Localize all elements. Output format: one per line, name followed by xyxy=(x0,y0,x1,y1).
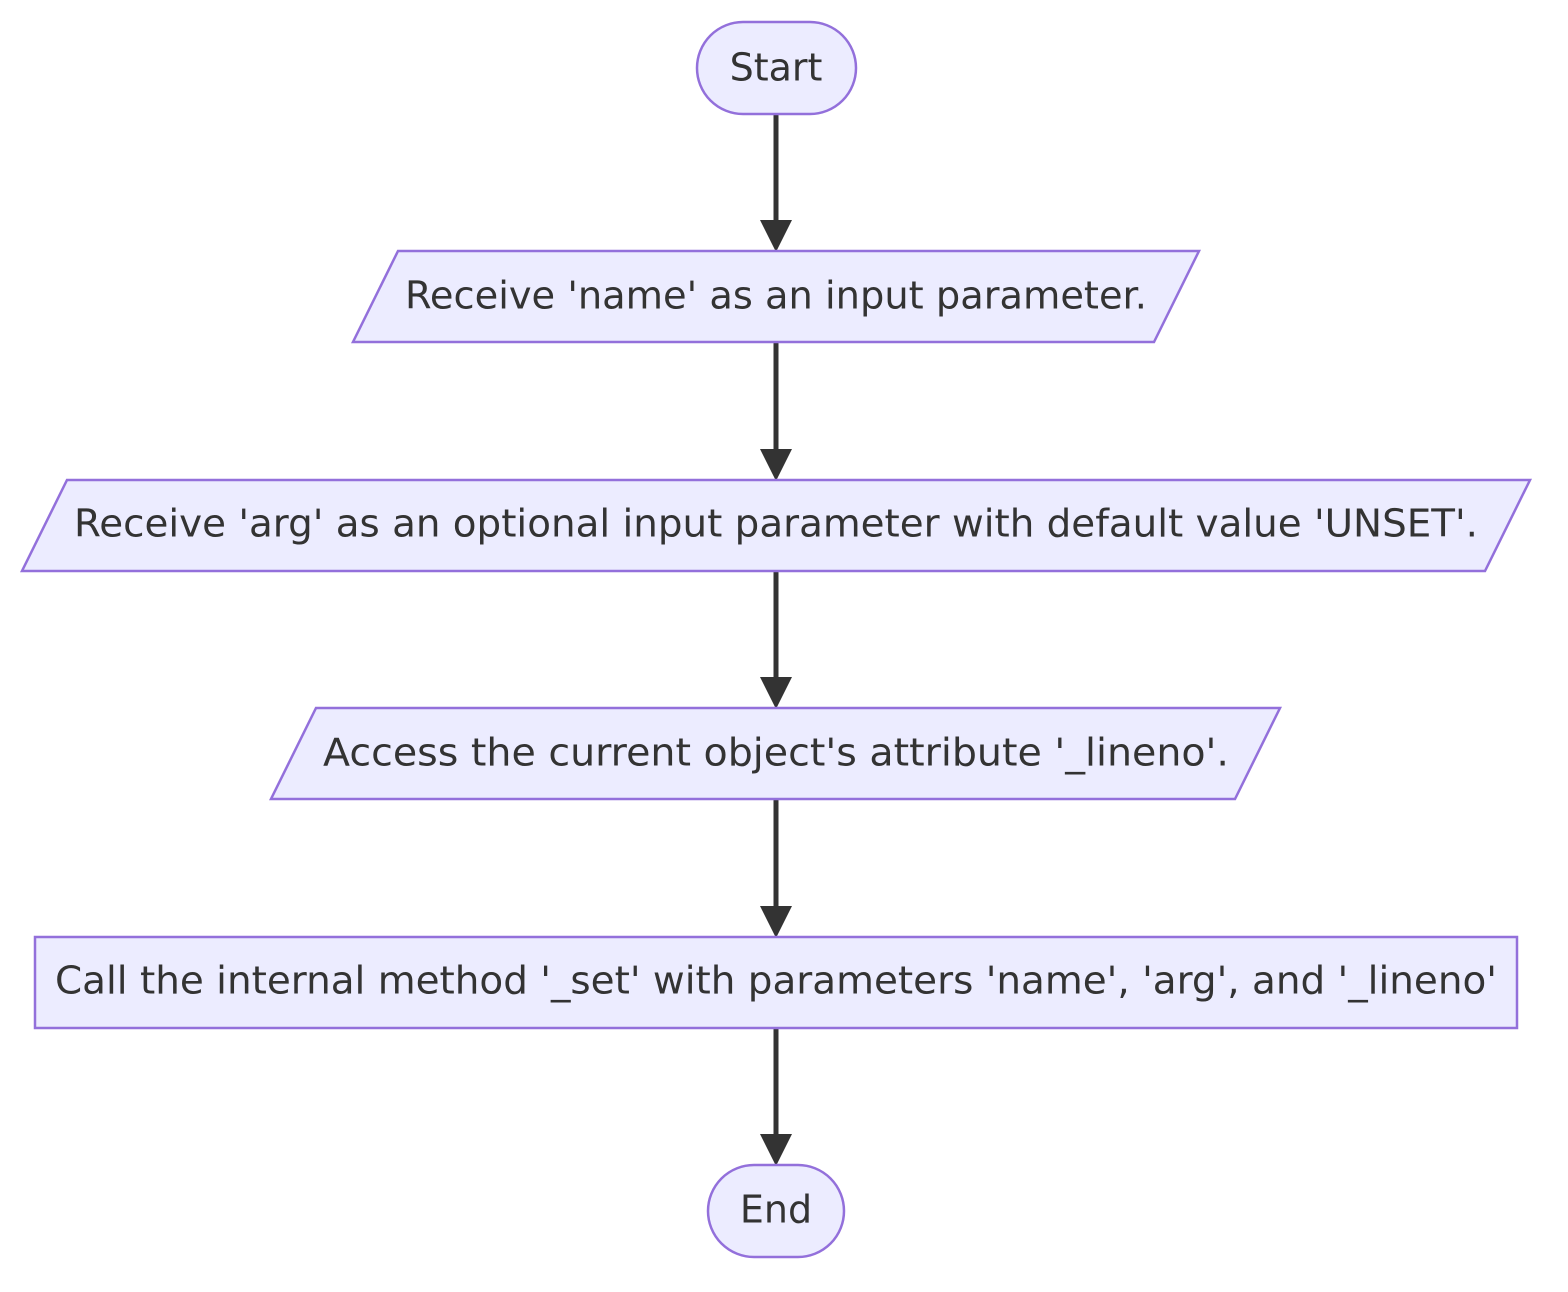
edge-call-set-to-end xyxy=(760,1028,792,1166)
receive-arg-input-shape xyxy=(19,478,1533,573)
receive-name-label: Receive 'name' as an input parameter. xyxy=(405,274,1147,318)
arrowhead-icon xyxy=(760,906,792,938)
edge-receive-name-to-receive-arg xyxy=(760,342,792,481)
edges xyxy=(760,114,792,1166)
edge-start-to-receive-name xyxy=(760,114,792,252)
receive-name-input-shape xyxy=(350,249,1202,344)
arrowhead-icon xyxy=(760,449,792,481)
edge-access-lineno-to-call-set xyxy=(760,799,792,938)
receive-arg-label: Receive 'arg' as an optional input param… xyxy=(74,502,1478,546)
arrowhead-icon xyxy=(760,677,792,709)
node-receive-name: Receive 'name' as an input parameter. xyxy=(350,249,1202,344)
access-lineno-input-shape xyxy=(268,706,1283,801)
access-lineno-label: Access the current object's attribute '_… xyxy=(323,731,1229,775)
arrowhead-icon xyxy=(760,1134,792,1166)
node-start: Start xyxy=(695,20,858,116)
call-set-process-shape xyxy=(33,935,1519,1030)
end-label: End xyxy=(740,1188,812,1232)
call-set-label: Call the internal method '_set' with par… xyxy=(55,959,1497,1003)
node-receive-arg: Receive 'arg' as an optional input param… xyxy=(19,478,1533,573)
start-terminal-shape xyxy=(695,20,858,116)
node-end: End xyxy=(706,1163,846,1259)
arrowhead-icon xyxy=(760,220,792,252)
end-terminal-shape xyxy=(706,1163,846,1259)
node-access-lineno: Access the current object's attribute '_… xyxy=(268,706,1283,801)
edge-receive-arg-to-access-lineno xyxy=(760,571,792,709)
start-label: Start xyxy=(730,46,823,90)
node-call-set: Call the internal method '_set' with par… xyxy=(33,935,1519,1030)
